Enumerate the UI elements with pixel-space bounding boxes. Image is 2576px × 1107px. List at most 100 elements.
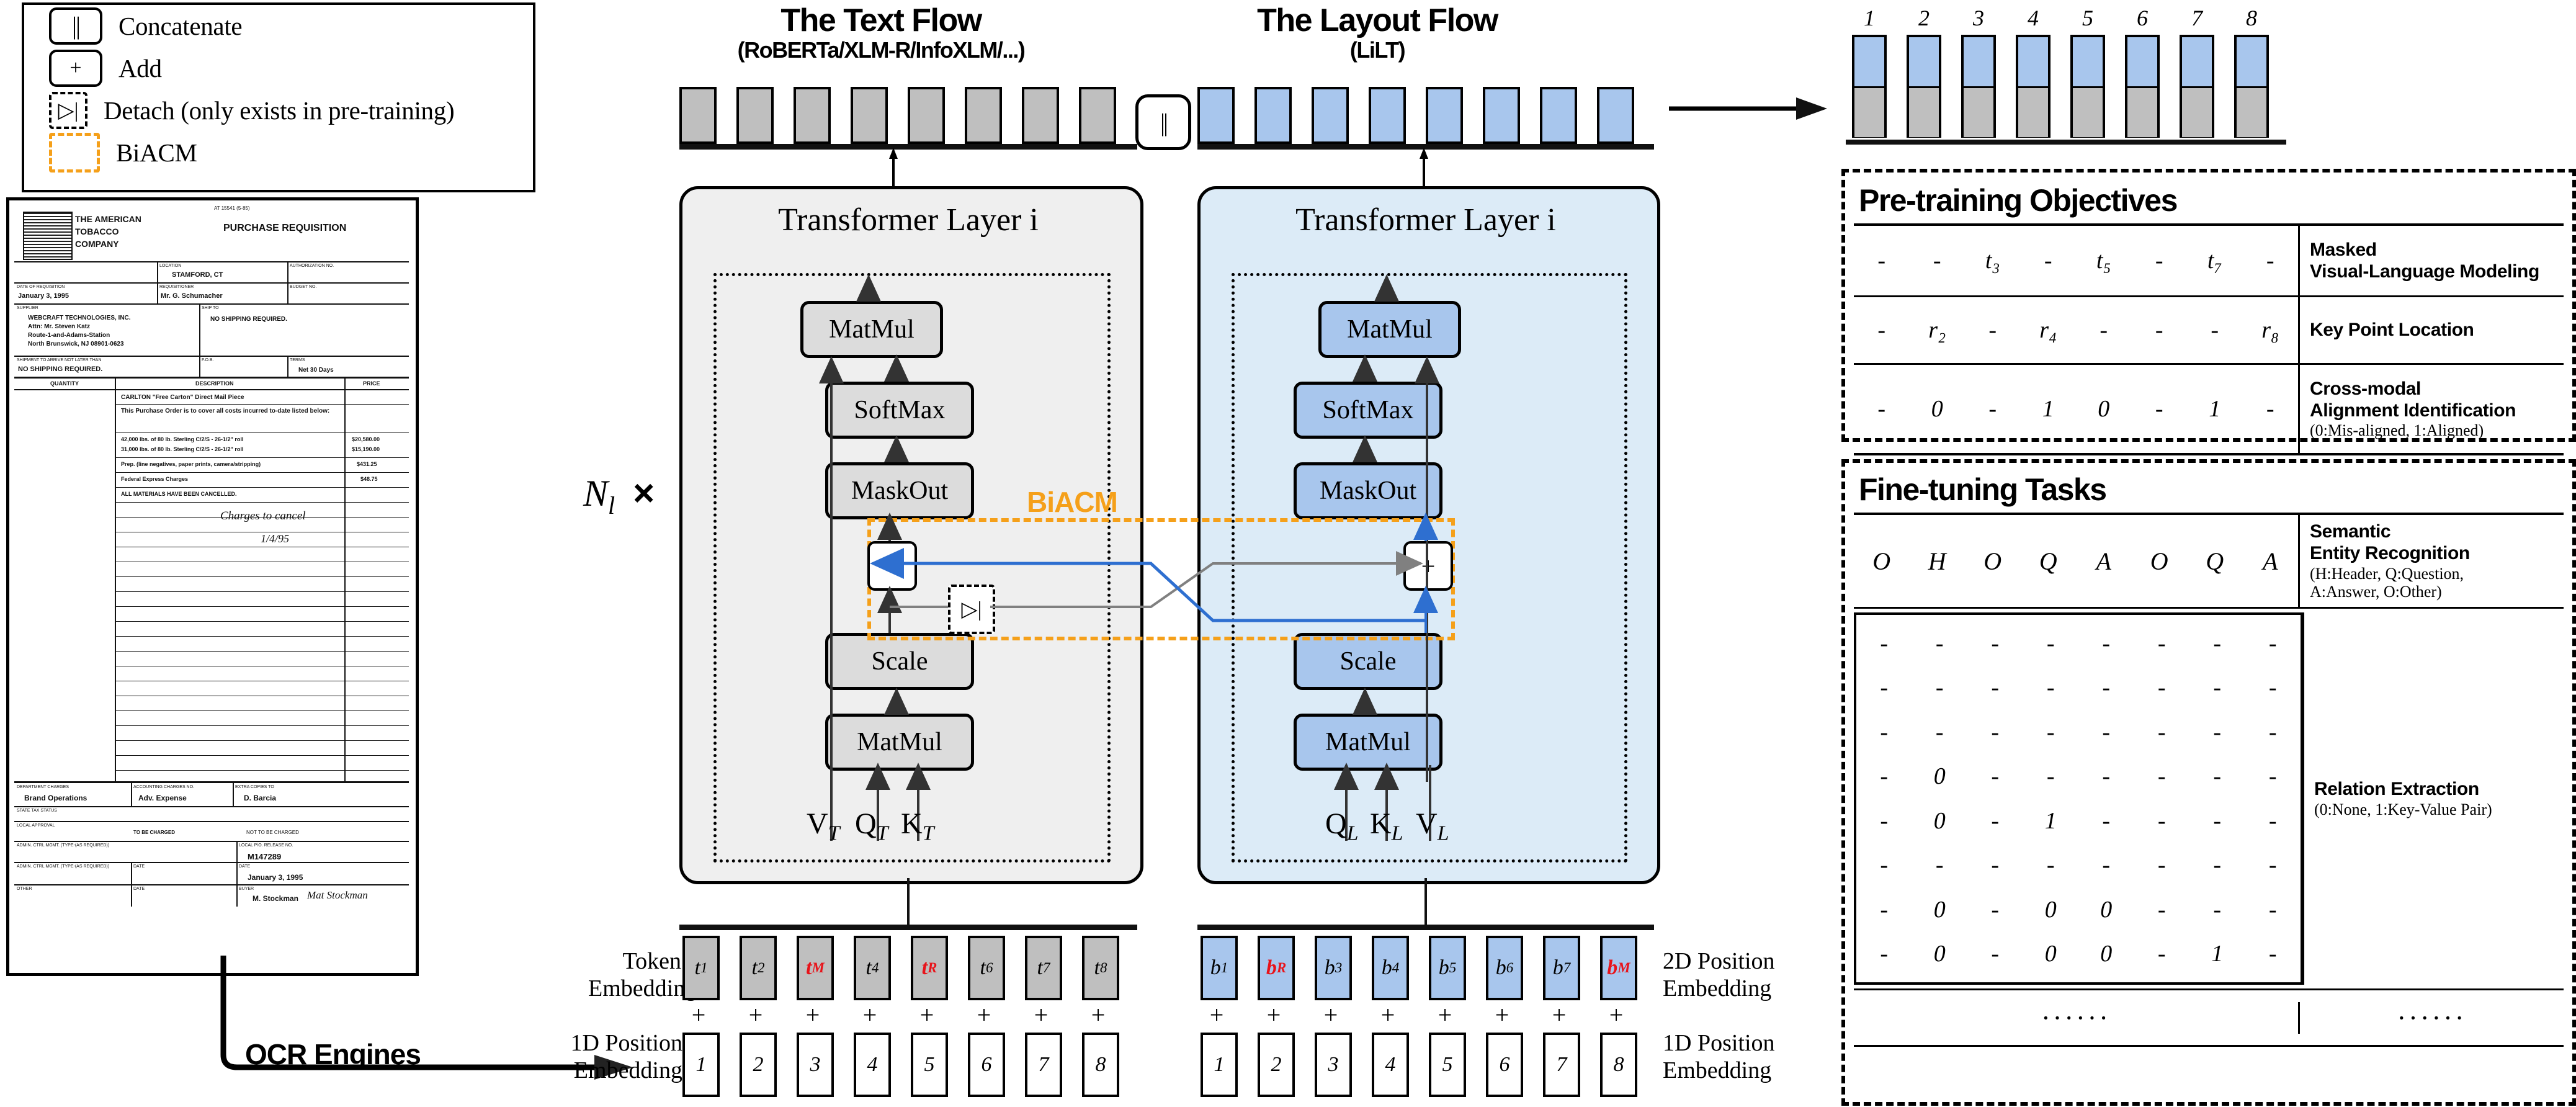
doc-rule bbox=[14, 806, 409, 807]
doc-admin-label2: ADMIN. CTRL MGMT. (TYPE-(AS REQUIRED)) bbox=[17, 864, 110, 869]
doc-to-be-charged: TO BE CHARGED bbox=[133, 830, 175, 835]
re-matrix-cell: - bbox=[2157, 896, 2166, 923]
layout-layer-label: Transformer Layer i bbox=[1197, 202, 1654, 238]
ser-task-line: Semantic bbox=[2310, 521, 2391, 542]
pos1d-right-l2: Embedding bbox=[1663, 1057, 1772, 1083]
text-attention-dotbox bbox=[713, 273, 1111, 863]
doc-rule bbox=[115, 740, 409, 741]
transformer-wiring bbox=[819, 274, 1439, 782]
re-matrix-row: -------- bbox=[1856, 630, 2301, 657]
ser-value-cell: H bbox=[1928, 547, 1946, 575]
token-sub: 6 bbox=[985, 960, 993, 975]
pretraining-value-cell: - bbox=[1988, 396, 1997, 422]
text-bus-line bbox=[679, 144, 1137, 150]
doc-line-item: CARLTON "Free Carton" Direct Mail Piece bbox=[121, 394, 244, 401]
doc-handwriting: Charges to cancel bbox=[220, 509, 306, 522]
layout-up-arrow bbox=[1420, 148, 1428, 191]
doc-rule bbox=[287, 282, 288, 303]
re-task-line: Relation Extraction bbox=[2314, 779, 2479, 800]
doc-rule bbox=[14, 841, 409, 842]
company-logo bbox=[23, 212, 73, 260]
legend-item-concatenate: || Concatenate bbox=[49, 5, 533, 47]
doc-supplier-l1: WEBCRAFT TECHNOLOGIES, INC. bbox=[28, 315, 131, 321]
re-matrix-cell: - bbox=[2268, 896, 2277, 923]
embedding-plus-operator: + bbox=[1091, 1001, 1106, 1029]
input-kt-base: K bbox=[901, 807, 923, 840]
re-matrix-cell: 0 bbox=[2100, 941, 2113, 967]
pretraining-value-cell: r₄ bbox=[2039, 317, 2057, 343]
output-bar-index: 1 bbox=[1864, 6, 1875, 30]
pretraining-value-cell: 1 bbox=[2042, 396, 2054, 422]
doc-rule bbox=[115, 502, 409, 503]
re-matrix-row: -0-1---- bbox=[1856, 807, 2301, 835]
re-matrix-cell: - bbox=[2213, 852, 2222, 879]
doc-rule bbox=[115, 457, 409, 458]
re-matrix-cell: - bbox=[1991, 719, 2000, 745]
token-sub: 4 bbox=[1392, 960, 1400, 975]
pretraining-task-sub: (0:Mis-aligned, 1:Aligned) bbox=[2310, 421, 2484, 440]
layout-flow-title-sub: (LiLT) bbox=[1349, 37, 1406, 63]
doc-rule bbox=[115, 378, 116, 781]
repeat-sub: l bbox=[608, 491, 615, 519]
output-bar: 2 bbox=[1907, 5, 1941, 138]
text-flow-title-sub: (RoBERTa/XLM-R/InfoXLM/...) bbox=[737, 37, 1026, 63]
doc-col-desc: DESCRIPTION bbox=[195, 380, 234, 387]
token-sub: 8 bbox=[1099, 960, 1107, 975]
re-matrix-cell: 0 bbox=[1933, 763, 1946, 790]
pos1d-embedding-label: 1D Position Embedding bbox=[568, 1030, 682, 1084]
re-matrix-cell: - bbox=[1991, 630, 2000, 657]
input-vl: VL bbox=[1416, 807, 1449, 846]
doc-ship-label: SHIP TO bbox=[202, 306, 219, 310]
output-bar-index: 6 bbox=[2137, 6, 2148, 30]
token-sub: R bbox=[928, 960, 937, 975]
doc-date4-label: DATE bbox=[133, 887, 145, 891]
re-matrix-cell: - bbox=[1880, 675, 1889, 701]
ft-divider bbox=[1854, 988, 2564, 990]
output-bar-body bbox=[2180, 35, 2214, 138]
ocr-engines-label: OCR Engines bbox=[245, 1038, 421, 1070]
re-matrix-cell: 1 bbox=[2211, 941, 2224, 967]
doc-line-item: 42,000 lbs. of 80 lb. Sterling C/2/S - 2… bbox=[121, 436, 244, 442]
text-op-matmul-top: MatMul bbox=[800, 301, 943, 358]
legend-box: || Concatenate + Add ▷| Detach (only exi… bbox=[22, 2, 535, 192]
doc-line-item: Prep. (line negatives, paper prints, cam… bbox=[121, 461, 261, 467]
token-sub: M bbox=[1617, 960, 1630, 975]
doc-fob-label: F.O.B. bbox=[202, 358, 214, 362]
re-row: -------------------------0-------0-1----… bbox=[1854, 612, 2564, 985]
doc-line-price: $431.25 bbox=[357, 461, 377, 467]
output-bar-top bbox=[1854, 37, 1884, 88]
re-matrix-cell: - bbox=[1991, 675, 2000, 701]
pos1d-label-l2: Embedding bbox=[573, 1057, 682, 1083]
input-kl: KL bbox=[1370, 807, 1403, 846]
embedding-plus-operator: + bbox=[919, 1001, 934, 1029]
doc-ship-value: NO SHIPPING REQUIRED. bbox=[210, 316, 287, 323]
doc-dept-value: Brand Operations bbox=[24, 794, 87, 802]
embedding-plus-operator: + bbox=[862, 1001, 877, 1029]
input-vl-sub: L bbox=[1437, 822, 1449, 845]
re-matrix-cell: - bbox=[2268, 807, 2277, 834]
position-embedding-cell: 5 bbox=[1429, 1033, 1466, 1097]
text-up-arrow bbox=[889, 148, 898, 191]
text-layer-label-text: Transformer Layer i bbox=[778, 202, 1039, 238]
token-sub: R bbox=[1276, 960, 1287, 975]
re-matrix-cell: - bbox=[2213, 630, 2222, 657]
doc-rule bbox=[115, 770, 409, 771]
doc-rule bbox=[115, 487, 409, 488]
text-input-bus bbox=[679, 925, 1137, 930]
pos2d-label-l1: 2D Position bbox=[1663, 948, 1775, 974]
text-flow-title-main: The Text Flow bbox=[780, 2, 982, 38]
input-kt-sub: T bbox=[922, 822, 934, 845]
re-matrix-cell: - bbox=[2102, 630, 2111, 657]
doc-rule bbox=[115, 621, 409, 622]
ser-task-sub: (H:Header, Q:Question, bbox=[2310, 564, 2464, 583]
token-base: t bbox=[1094, 956, 1100, 979]
